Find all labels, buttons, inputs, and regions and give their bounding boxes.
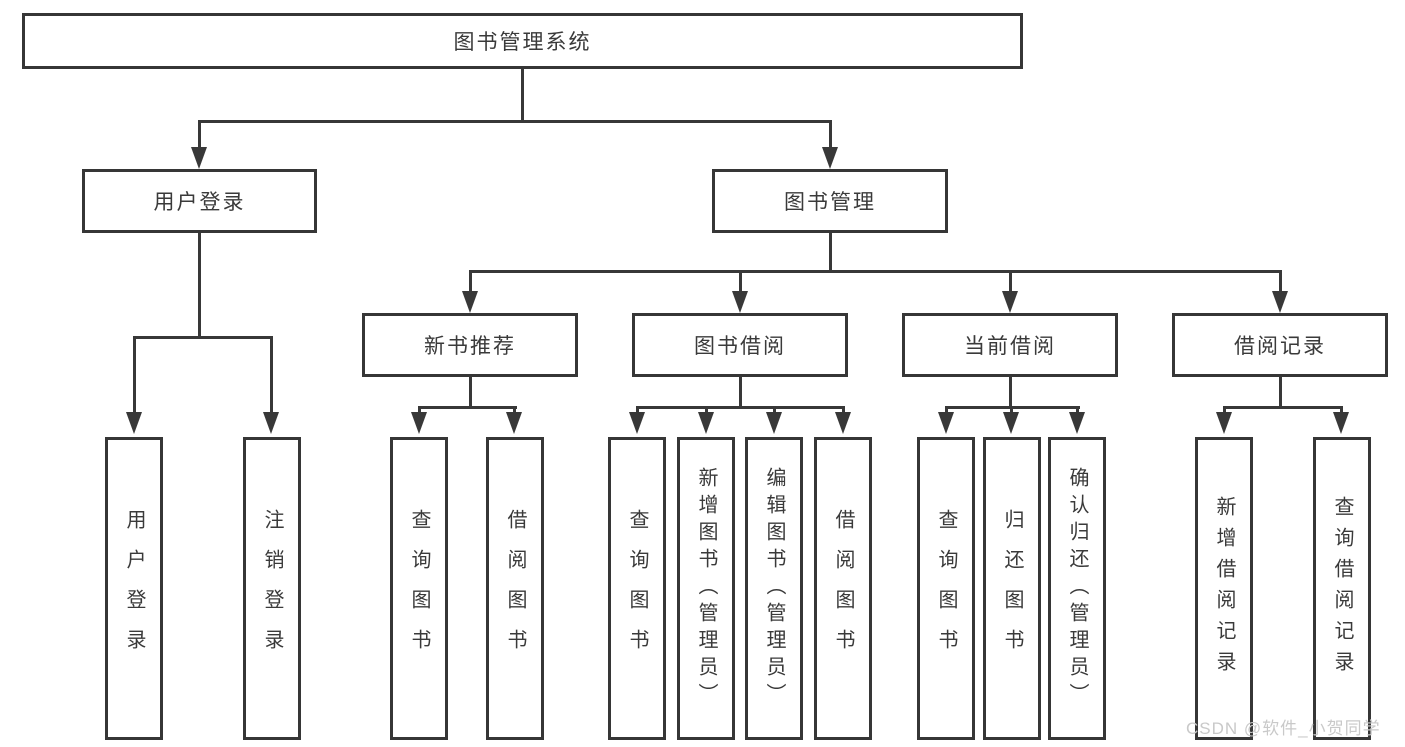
- leaf-query-borrow-record-label: 查询借阅记录: [1331, 495, 1353, 682]
- arrowhead-newbook-c2: [506, 412, 522, 434]
- node-root: 图书管理系统: [22, 13, 1023, 69]
- leaf-add-borrow-record-label: 新增借阅记录: [1213, 495, 1235, 682]
- leaf-return-book-label: 归还图书: [1001, 508, 1023, 669]
- connector-root-stem: [521, 69, 524, 122]
- arrowhead-current-c3: [1069, 412, 1085, 434]
- connector-records-c2-drop: [1340, 406, 1343, 416]
- arrowhead-login-child2: [263, 412, 279, 434]
- leaf-current-query-label: 查询图书: [935, 508, 957, 669]
- arrowhead-records: [1272, 291, 1288, 313]
- leaf-borrow-add-admin: 新增图书（管理员）: [677, 437, 735, 740]
- node-current-borrow: 当前借阅: [902, 313, 1118, 377]
- arrowhead-newbook: [462, 291, 478, 313]
- node-new-book-recommend-label: 新书推荐: [424, 335, 516, 358]
- arrowhead-current-c2: [1003, 412, 1019, 434]
- connector-user-login-drop: [198, 120, 201, 150]
- arrowhead-borrow-c3: [766, 412, 782, 434]
- arrowhead-borrow-c2: [698, 412, 714, 434]
- leaf-return-book: 归还图书: [983, 437, 1041, 740]
- connector-records-stem: [1279, 377, 1282, 408]
- connector-borrow-hline: [636, 406, 845, 409]
- connector-borrow-drop: [739, 270, 742, 294]
- leaf-borrow-query-label: 查询图书: [626, 508, 648, 669]
- connector-login-child2-drop: [270, 336, 273, 414]
- leaf-user-login-label: 用户登录: [123, 508, 145, 669]
- connector-borrow-c3-drop: [773, 406, 776, 416]
- node-root-label: 图书管理系统: [453, 31, 592, 54]
- connector-records-drop: [1279, 270, 1282, 294]
- arrowhead-borrow: [732, 291, 748, 313]
- node-user-login-label: 用户登录: [153, 191, 246, 214]
- arrowhead-borrow-c4: [835, 412, 851, 434]
- csdn-watermark: CSDN @软件_小贺同学: [1186, 719, 1381, 738]
- leaf-add-borrow-record: 新增借阅记录: [1195, 437, 1253, 740]
- connector-login-hline: [133, 336, 273, 339]
- node-user-login: 用户登录: [82, 169, 317, 233]
- connector-current-c2-drop: [1010, 406, 1013, 416]
- arrowhead-current: [1002, 291, 1018, 313]
- node-book-mgmt-label: 图书管理: [784, 191, 876, 214]
- node-borrow-records-label: 借阅记录: [1234, 335, 1326, 358]
- arrowhead-records-c2: [1333, 412, 1349, 434]
- connector-borrow-c1-drop: [636, 406, 639, 416]
- node-book-borrow-label: 图书借阅: [694, 335, 786, 358]
- node-current-borrow-label: 当前借阅: [964, 335, 1056, 358]
- connector-current-c3-drop: [1076, 406, 1079, 416]
- connector-records-hline: [1223, 406, 1343, 409]
- connector-login-child1-drop: [133, 336, 136, 414]
- node-new-book-recommend: 新书推荐: [362, 313, 578, 377]
- connector-mgmt-stem: [829, 233, 832, 272]
- leaf-confirm-return-admin-label: 确认归还（管理员）: [1066, 467, 1088, 710]
- leaf-query-borrow-record: 查询借阅记录: [1313, 437, 1371, 740]
- connector-borrow-c2-drop: [705, 406, 708, 416]
- connector-newbook-drop: [469, 270, 472, 294]
- connector-records-c1-drop: [1223, 406, 1226, 416]
- connector-current-drop: [1009, 270, 1012, 294]
- connector-newbook-c2-drop: [513, 406, 516, 416]
- leaf-borrow-add-admin-label: 新增图书（管理员）: [695, 467, 717, 710]
- connector-newbook-stem: [469, 377, 472, 408]
- arrowhead-borrow-c1: [629, 412, 645, 434]
- arrowhead-records-c1: [1216, 412, 1232, 434]
- connector-borrow-stem: [739, 377, 742, 408]
- arrowhead-user-login: [191, 147, 207, 169]
- node-book-borrow: 图书借阅: [632, 313, 848, 377]
- leaf-newbook-borrow: 借阅图书: [486, 437, 544, 740]
- leaf-borrow-book-label: 借阅图书: [832, 508, 854, 669]
- leaf-newbook-borrow-label: 借阅图书: [504, 508, 526, 669]
- connector-book-mgmt-drop: [829, 120, 832, 150]
- leaf-borrow-edit-admin-label: 编辑图书（管理员）: [763, 467, 785, 710]
- connector-newbook-c1-drop: [418, 406, 421, 416]
- leaf-borrow-edit-admin: 编辑图书（管理员）: [745, 437, 803, 740]
- connector-borrow-c4-drop: [842, 406, 845, 416]
- arrowhead-book-mgmt: [822, 147, 838, 169]
- leaf-newbook-query: 查询图书: [390, 437, 448, 740]
- connector-newbook-hline: [418, 406, 517, 409]
- node-borrow-records: 借阅记录: [1172, 313, 1388, 377]
- leaf-newbook-query-label: 查询图书: [408, 508, 430, 669]
- leaf-user-login: 用户登录: [105, 437, 163, 740]
- leaf-borrow-query: 查询图书: [608, 437, 666, 740]
- connector-login-stem: [198, 233, 201, 338]
- connector-level3-hline: [469, 270, 1282, 273]
- arrowhead-login-child1: [126, 412, 142, 434]
- leaf-confirm-return-admin: 确认归还（管理员）: [1048, 437, 1106, 740]
- connector-level2-hline: [198, 120, 832, 123]
- arrowhead-newbook-c1: [411, 412, 427, 434]
- node-book-mgmt: 图书管理: [712, 169, 948, 233]
- leaf-logout-label: 注销登录: [261, 508, 283, 669]
- leaf-current-query: 查询图书: [917, 437, 975, 740]
- arrowhead-current-c1: [938, 412, 954, 434]
- leaf-logout: 注销登录: [243, 437, 301, 740]
- leaf-borrow-book: 借阅图书: [814, 437, 872, 740]
- connector-current-c1-drop: [945, 406, 948, 416]
- connector-current-stem: [1009, 377, 1012, 408]
